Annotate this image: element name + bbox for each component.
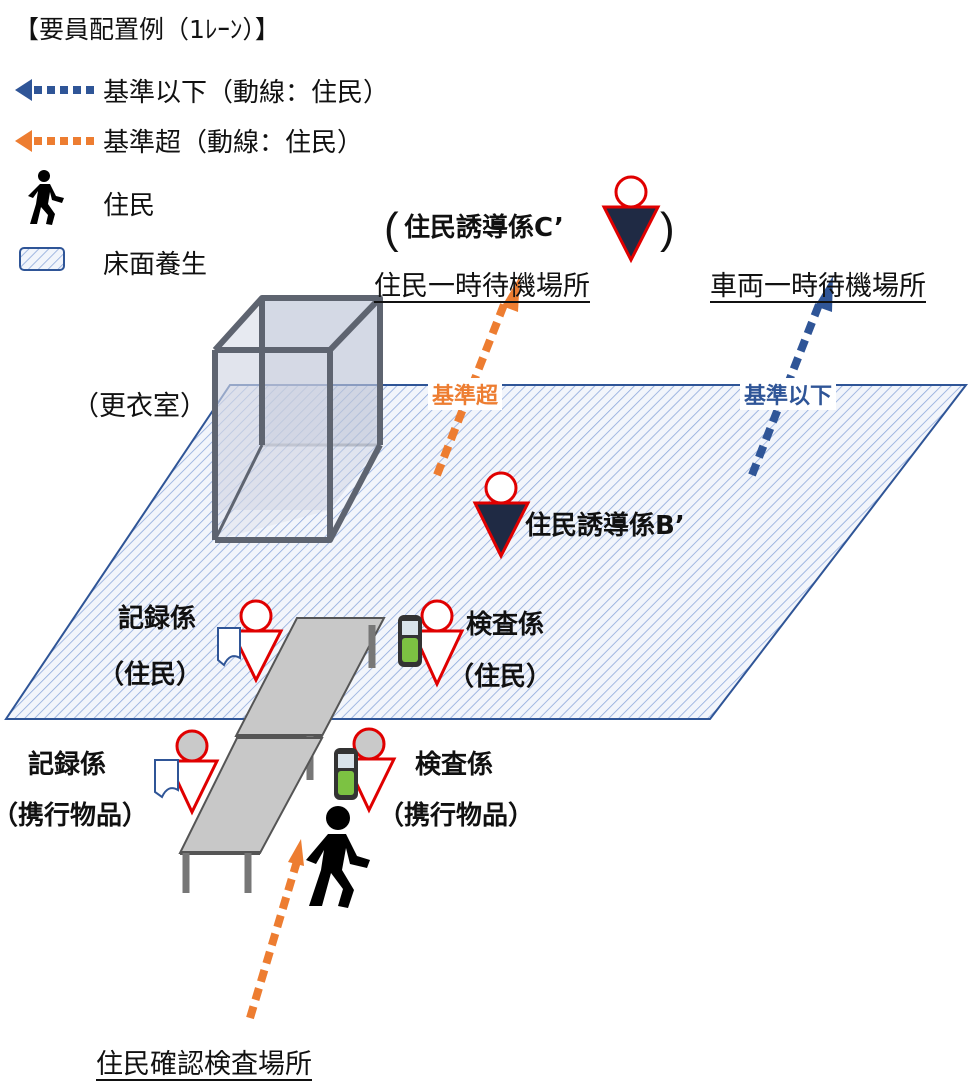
changing-room-icon [212,295,383,543]
inspect-staff-resident-icon [398,599,465,688]
legend-resident-label: 住民 [103,191,156,221]
legend-below-label: 基準以下（動線：住民） [103,78,390,108]
record-staff-resident-icon [217,599,284,684]
legend-over-label: 基準超（動線：住民） [103,128,364,158]
legend-arrow-below [15,79,94,101]
record-resident-label: 記録係 [118,604,197,634]
flow-label-over: 基準超 [428,378,503,410]
resident-wait-area-label: 住民一時待機場所 [374,271,590,302]
legend-arrow-over [15,130,94,152]
inspect-items-sub-label: （携行物品） [378,801,535,831]
changing-room-label: （更衣室） [72,391,207,422]
record-items-sub-label: （携行物品） [0,801,149,831]
guide-b-label: 住民誘導係B’ [525,511,685,541]
resident-walker-icon [306,806,370,908]
flow-arrow-over-exit [433,276,520,477]
inspect-items-label: 検査係 [415,750,494,780]
record-items-label: 記録係 [28,750,107,780]
page-title: 【要員配置例（1ﾚｰﾝ）】 [14,15,280,44]
svg-text:): ) [660,204,675,253]
inspect-resident-sub-label: （住民） [448,662,553,692]
inspect-staff-items-icon [334,727,397,814]
record-staff-items-icon [154,729,220,816]
inspection-table-front [178,737,324,893]
floor-swatch-icon [19,247,65,271]
svg-text:(: ( [384,204,399,253]
walker-legend-icon [28,170,64,225]
guide-c-icon [601,175,661,264]
inspection-area-label: 住民確認検査場所 [96,1049,312,1080]
guide-c-label: 住民誘導係C’ [404,213,564,243]
inspect-resident-label: 検査係 [466,610,545,640]
flow-arrow-entry [246,839,304,1020]
vehicle-wait-area-label: 車両一時待機場所 [710,271,926,302]
guide-b-icon [472,471,531,560]
flow-label-below: 基準以下 [740,378,837,410]
record-resident-sub-label: （住民） [98,660,203,690]
flow-arrow-below-exit [748,276,833,477]
legend-floor-label: 床面養生 [103,250,208,280]
